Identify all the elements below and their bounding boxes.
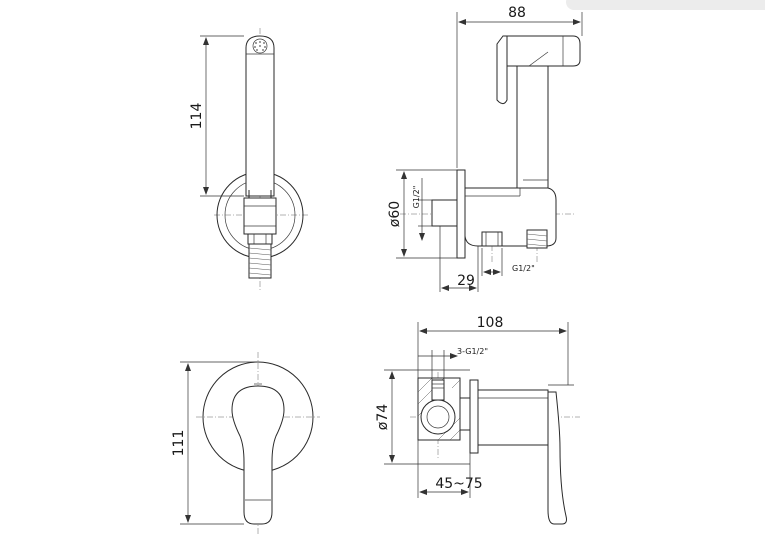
mixer-depth-dimension: 45~75 xyxy=(435,476,482,492)
mixer-diameter-dimension: ø74 xyxy=(375,404,391,430)
shower-width-dimension: 88 xyxy=(508,5,526,21)
mixer-side-view: 108 3-G1/2" ø74 45~75 xyxy=(375,315,580,525)
mixer-width-dimension: 108 xyxy=(477,315,504,331)
shower-inlet-thread-label: G1/2" xyxy=(412,186,421,209)
corner-tab xyxy=(566,0,765,10)
shower-diameter-dimension: ø60 xyxy=(387,201,403,227)
shower-depth-dimension: 29 xyxy=(457,273,475,289)
mixer-front-view: 111 xyxy=(171,352,320,536)
shower-front-view: 114 xyxy=(189,28,308,290)
shower-outlet-thread-label: G1/2" xyxy=(512,264,535,273)
mixer-thread-label: 3-G1/2" xyxy=(457,347,488,356)
mixer-height-dimension: 111 xyxy=(171,430,187,457)
shower-height-dimension: 114 xyxy=(189,103,205,130)
shower-side-view: 88 ø60 G1/2" 29 G1/2" xyxy=(387,5,583,292)
